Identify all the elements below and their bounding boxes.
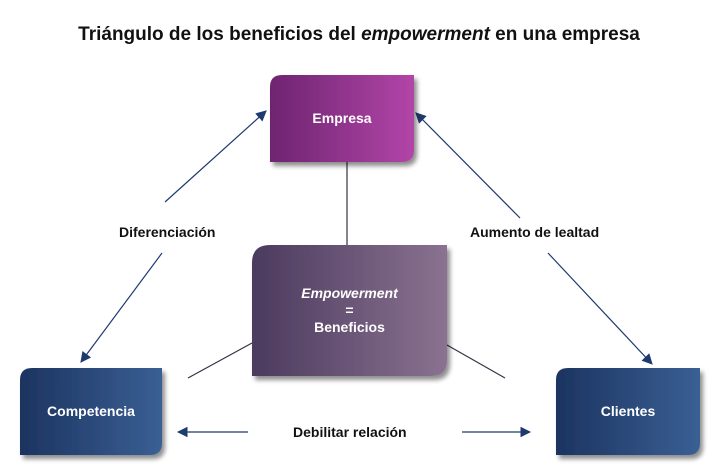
title-prefix: Triángulo de los beneficios del — [78, 24, 362, 45]
center-box — [252, 245, 447, 376]
edge-label-bottom: Debilitar relación — [291, 424, 409, 440]
arrow-right-up — [415, 112, 521, 219]
competencia-label: Competencia — [20, 368, 162, 455]
competencia-text: Competencia — [47, 403, 135, 419]
title-emphasis: empowerment — [361, 24, 490, 45]
competencia-box — [20, 368, 162, 455]
arrow-left-up — [164, 110, 267, 203]
title-suffix: en una empresa — [489, 24, 640, 45]
clientes-label: Clientes — [556, 368, 700, 455]
arrow-left-down — [80, 252, 163, 363]
clientes-text: Clientes — [600, 403, 656, 419]
center-label: Empowerment = Beneficios — [252, 245, 447, 376]
center-line3: Beneficios — [314, 319, 385, 335]
diagram-title: Triángulo de los beneficios del empowerm… — [0, 24, 718, 46]
center-line2: = — [345, 302, 354, 318]
connector-right — [446, 344, 506, 379]
connector-left — [187, 342, 253, 379]
empresa-text: Empresa — [312, 110, 372, 126]
empresa-box — [270, 75, 414, 162]
empresa-label: Empresa — [270, 75, 414, 162]
edge-label-right: Aumento de lealtad — [468, 224, 602, 240]
clientes-box — [556, 368, 700, 455]
arrow-right-down — [547, 252, 653, 365]
center-line1: Empowerment — [301, 285, 398, 301]
edge-label-left: Diferenciación — [117, 224, 218, 240]
